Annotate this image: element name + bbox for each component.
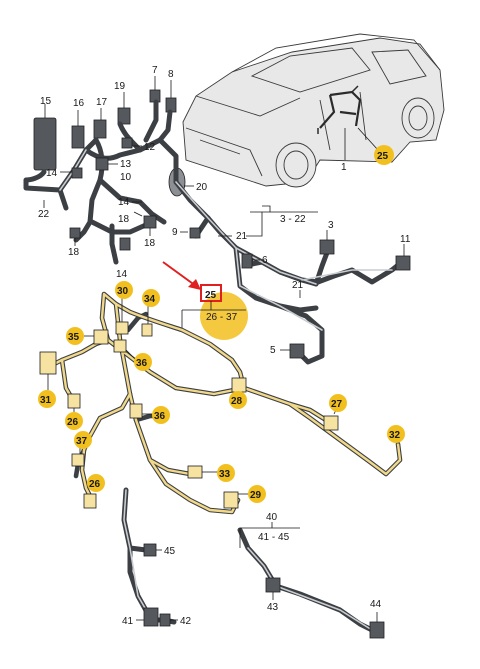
label-5: 5 <box>270 345 276 356</box>
connector-35 <box>93 329 109 345</box>
label-22: 22 <box>38 209 50 220</box>
label-26a: 26 <box>67 417 79 428</box>
bracket-26-37 <box>182 301 246 311</box>
leader-25-top <box>357 127 379 151</box>
label-36b: 36 <box>154 411 166 422</box>
connector-37 <box>71 453 85 467</box>
bracket-3-22 <box>250 205 318 213</box>
label-14-lower: 14 <box>116 269 128 280</box>
highlight-25-main <box>200 292 248 340</box>
label-18b: 18 <box>118 214 130 225</box>
bracket-41-45 <box>240 522 300 529</box>
label-6: 6 <box>262 255 268 266</box>
range-26-37: 26 - 37 <box>206 312 238 323</box>
label-13: 13 <box>120 159 132 170</box>
connector-10 <box>95 157 109 171</box>
connector-30 <box>115 321 129 335</box>
label-21a: 21 <box>236 231 248 242</box>
connector-27 <box>323 415 339 431</box>
connector-36a <box>113 339 127 353</box>
label-44: 44 <box>370 599 382 610</box>
label-18c: 18 <box>144 238 156 249</box>
connector-26a <box>67 393 81 409</box>
callout-arrowhead <box>188 279 201 290</box>
lower-harness-labels: 45 41 42 43 44 40 41 - 45 <box>122 512 382 627</box>
connector-17 <box>93 119 107 139</box>
label-3: 3 <box>328 220 334 231</box>
range-41-45: 41 - 45 <box>258 532 290 543</box>
label-43: 43 <box>267 602 279 613</box>
connector-42 <box>159 613 171 627</box>
label-41: 41 <box>122 616 134 627</box>
label-31: 31 <box>40 395 52 406</box>
connector-16 <box>71 125 85 149</box>
label-27: 27 <box>331 399 343 410</box>
connector-6 <box>241 253 253 269</box>
label-35: 35 <box>68 332 80 343</box>
connector-12 <box>121 137 133 149</box>
range-3-22: 3 - 22 <box>280 214 306 225</box>
connector-45 <box>143 543 157 557</box>
label-25-top: 25 <box>377 151 389 162</box>
label-1: 1 <box>341 162 347 173</box>
callout-25: 25 26 - 37 <box>162 261 248 340</box>
label-26b: 26 <box>89 479 101 490</box>
label-40: 40 <box>266 512 278 523</box>
label-15: 15 <box>40 96 52 107</box>
connector-31 <box>39 351 57 375</box>
door-harness-labels: 30 34 35 36 31 26 36 28 27 32 37 26 3 <box>38 281 405 503</box>
upper-harness <box>23 89 411 365</box>
vehicle-illustration <box>182 33 445 188</box>
connector-34 <box>141 323 153 337</box>
label-30: 30 <box>117 286 129 297</box>
label-32: 32 <box>389 430 401 441</box>
label-42: 42 <box>180 616 192 627</box>
label-11: 11 <box>400 234 411 245</box>
label-33: 33 <box>219 469 231 480</box>
connector-41 <box>143 607 159 627</box>
lower-harness <box>121 487 385 639</box>
label-18a: 18 <box>68 247 80 258</box>
label-36a: 36 <box>136 358 148 369</box>
connector-29 <box>223 491 239 509</box>
label-28: 28 <box>231 396 243 407</box>
callout-arrow <box>162 261 197 287</box>
connector-36b <box>129 403 143 419</box>
label-34: 34 <box>144 294 156 305</box>
label-10: 10 <box>120 172 132 183</box>
connector-33 <box>187 465 203 479</box>
module-15 <box>33 117 57 171</box>
label-16: 16 <box>73 98 85 109</box>
label-19: 19 <box>114 81 126 92</box>
label-9: 9 <box>172 227 178 238</box>
label-25-box: 25 <box>205 290 217 301</box>
door-harness <box>39 291 403 515</box>
connector-5 <box>289 343 305 359</box>
connector-11 <box>395 255 411 271</box>
connector-18c <box>143 215 157 229</box>
connector-43 <box>265 577 281 593</box>
label-29: 29 <box>250 490 262 501</box>
upper-labels: 15 16 17 19 7 8 12 13 10 14 20 22 14 18 … <box>38 65 411 356</box>
connector-28 <box>231 377 247 393</box>
label-14-mid: 14 <box>118 197 130 208</box>
connector-14-upper <box>71 167 83 179</box>
label-17: 17 <box>96 97 108 108</box>
label-7: 7 <box>152 65 158 76</box>
connector-18a <box>69 227 81 239</box>
connector-26b <box>83 493 97 509</box>
label-20: 20 <box>196 182 208 193</box>
connector-44 <box>369 621 385 639</box>
connector-9 <box>189 227 201 239</box>
label-12: 12 <box>144 142 156 153</box>
connector-3 <box>319 239 335 255</box>
connector-14-lower <box>119 237 131 251</box>
label-21b: 21 <box>292 280 304 291</box>
label-37: 37 <box>76 436 88 447</box>
label-8: 8 <box>168 69 174 80</box>
highlight-25-top <box>374 145 394 165</box>
label-14-upper: 14 <box>46 168 58 179</box>
label-45: 45 <box>164 546 176 557</box>
